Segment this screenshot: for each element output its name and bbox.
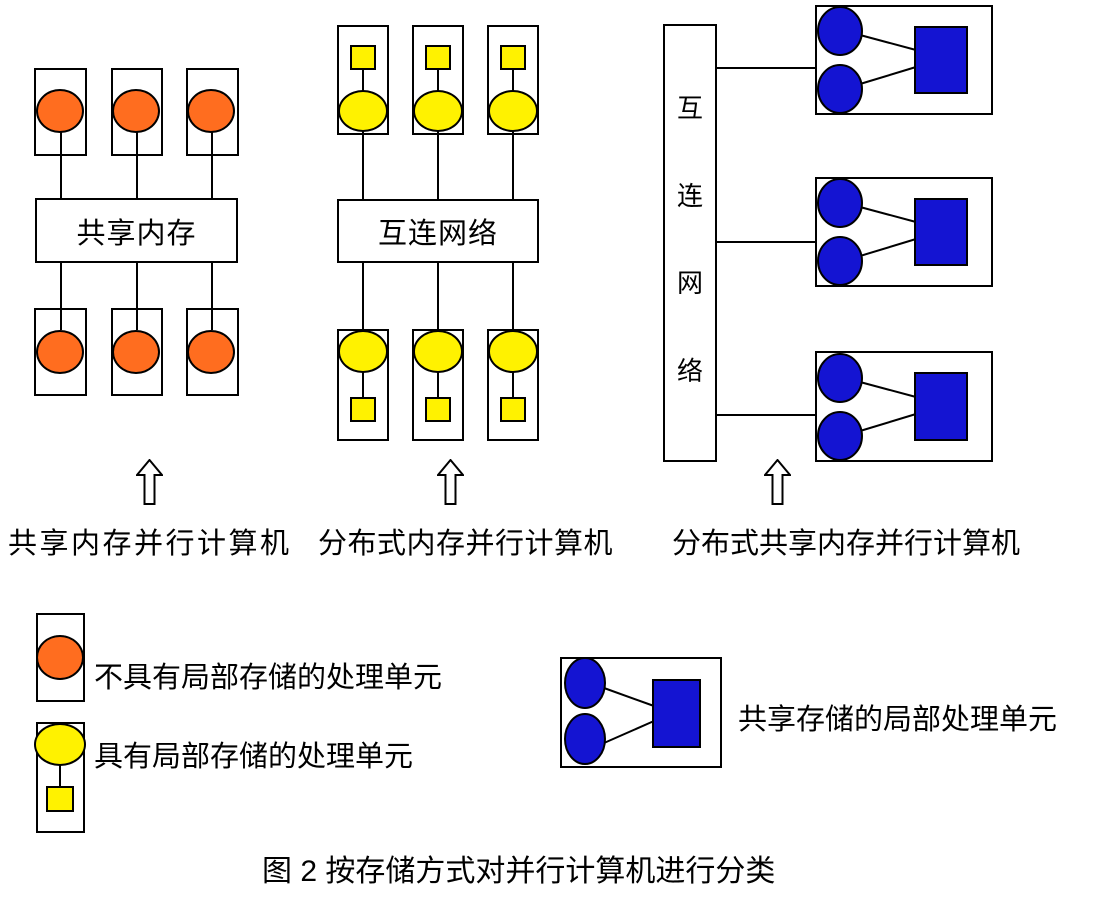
processor-circle-blue bbox=[817, 64, 863, 114]
connector-line bbox=[437, 263, 439, 330]
processor-ellipse-yellow bbox=[413, 330, 463, 373]
processor-circle-blue bbox=[564, 657, 606, 709]
processor-ellipse-orange bbox=[187, 89, 235, 133]
connector-line bbox=[437, 130, 439, 199]
connector-line bbox=[362, 263, 364, 330]
legend-yellow-ellipse bbox=[34, 723, 86, 766]
shared-memory-square-blue bbox=[652, 679, 701, 748]
hub-char: 网 bbox=[676, 268, 703, 299]
memory-square-yellow bbox=[425, 397, 451, 422]
hub-char: 络 bbox=[676, 355, 703, 386]
connector-line bbox=[717, 414, 815, 416]
up-arrow-icon bbox=[437, 459, 464, 505]
connector-line bbox=[717, 241, 815, 243]
memory-square-yellow bbox=[500, 397, 526, 422]
shared-memory-square-blue bbox=[914, 198, 968, 266]
processor-circle-blue bbox=[817, 411, 863, 461]
processor-circle-blue bbox=[564, 713, 606, 765]
legend-orange-ellipse bbox=[36, 635, 84, 680]
shared-memory-hub-label: 共享内存 bbox=[76, 217, 197, 250]
figure-caption: 图 2 按存储方式对并行计算机进行分类 bbox=[262, 855, 776, 888]
up-arrow-icon bbox=[136, 459, 163, 505]
connector-line bbox=[437, 372, 439, 398]
connector-line bbox=[512, 69, 514, 91]
shared-memory-square-blue bbox=[914, 26, 968, 94]
processor-circle-blue bbox=[817, 178, 863, 228]
processor-circle-blue bbox=[817, 353, 863, 403]
shared-memory-hub: 共享内存 bbox=[35, 198, 238, 263]
pe-box bbox=[34, 308, 87, 396]
processor-ellipse-yellow bbox=[488, 330, 538, 373]
connector-line bbox=[437, 69, 439, 91]
connector-line bbox=[60, 263, 62, 330]
shared-memory-square-blue bbox=[914, 372, 968, 441]
node-link-line bbox=[859, 381, 917, 398]
processor-ellipse-yellow bbox=[488, 90, 538, 132]
interconnect-hub: 互连网络 bbox=[337, 199, 539, 263]
connector-line bbox=[362, 130, 364, 199]
legend-label-with-local-storage: 具有局部存储的处理单元 bbox=[94, 741, 414, 773]
connector-line bbox=[512, 130, 514, 199]
processor-ellipse-orange bbox=[112, 89, 160, 133]
section-label-distributed: 分布式内存并行计算机 bbox=[318, 528, 614, 560]
up-arrow-icon bbox=[764, 459, 791, 505]
connector-line bbox=[211, 131, 213, 198]
processor-ellipse-orange bbox=[187, 330, 235, 374]
processor-ellipse-orange bbox=[112, 330, 160, 374]
section-label-shared: 共享内存并行计算机 bbox=[8, 528, 292, 560]
processor-circle-blue bbox=[817, 6, 863, 56]
processor-ellipse-yellow bbox=[413, 90, 463, 132]
node-link-line bbox=[859, 238, 917, 257]
shared-node-box bbox=[815, 351, 993, 462]
processor-ellipse-yellow bbox=[338, 90, 388, 132]
connector-line bbox=[512, 263, 514, 330]
processor-ellipse-orange bbox=[36, 330, 84, 374]
legend-yellow-square bbox=[46, 786, 74, 812]
node-link-line bbox=[603, 687, 655, 707]
node-link-line bbox=[859, 34, 917, 51]
legend-label-no-local-storage: 不具有局部存储的处理单元 bbox=[94, 662, 443, 694]
connector-line bbox=[362, 372, 364, 398]
section-label-dsm: 分布式共享内存并行计算机 bbox=[672, 528, 1021, 560]
connector-line bbox=[362, 69, 364, 91]
shared-node-box bbox=[815, 5, 993, 115]
connector-line bbox=[512, 372, 514, 398]
memory-square-yellow bbox=[425, 45, 451, 70]
processor-circle-blue bbox=[817, 236, 863, 286]
hub-char: 连 bbox=[676, 180, 703, 211]
node-link-line bbox=[859, 413, 917, 432]
connector-line bbox=[136, 131, 138, 198]
memory-square-yellow bbox=[500, 45, 526, 70]
connector-line bbox=[211, 263, 213, 330]
node-link-line bbox=[859, 66, 917, 85]
connector-line bbox=[59, 765, 61, 786]
interconnect-vertical-hub: 互 连 网 络 bbox=[663, 24, 717, 462]
legend-box-blue bbox=[560, 657, 722, 768]
memory-square-yellow bbox=[350, 45, 376, 70]
interconnect-hub-label: 互连网络 bbox=[377, 218, 498, 250]
connector-line bbox=[717, 67, 815, 69]
connector-line bbox=[136, 263, 138, 330]
memory-square-yellow bbox=[350, 397, 376, 422]
processor-ellipse-orange bbox=[36, 89, 84, 133]
connector-line bbox=[60, 131, 62, 198]
shared-node-box bbox=[815, 177, 993, 287]
legend-label-shared-local-pe: 共享存储的局部处理单元 bbox=[738, 704, 1058, 736]
processor-ellipse-yellow bbox=[338, 330, 388, 373]
node-link-line bbox=[603, 720, 655, 744]
hub-char: 互 bbox=[676, 93, 703, 123]
node-link-line bbox=[859, 206, 917, 223]
